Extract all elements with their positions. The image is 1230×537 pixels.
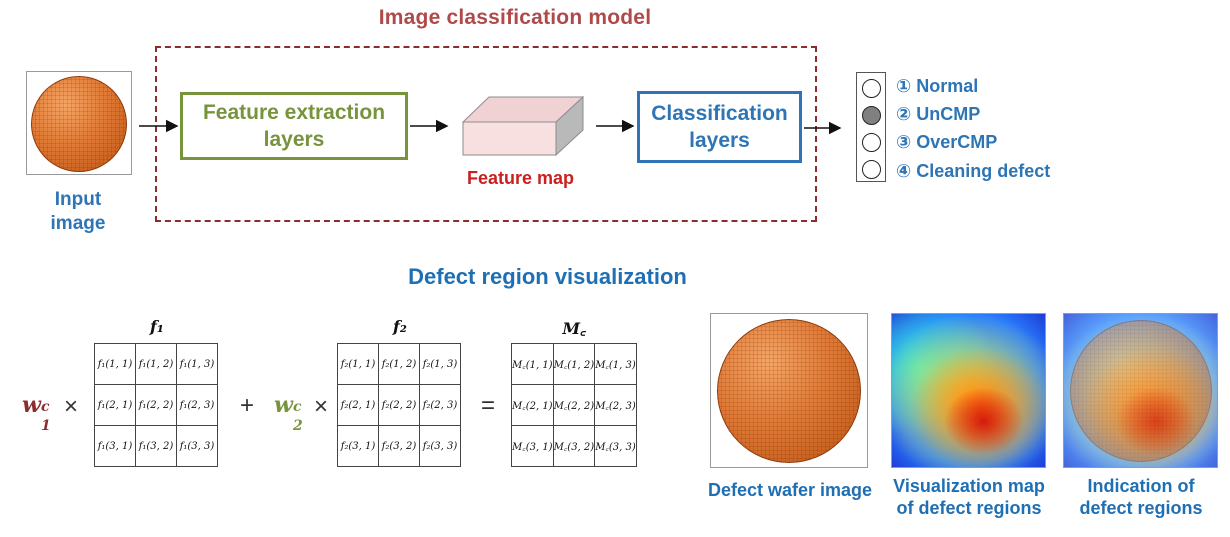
model-boundary [155,46,817,222]
f2-cell: f₂(3, 3) [419,425,461,467]
equals-sign: = [481,392,496,419]
visualization-title: Defect region visualization [408,264,687,289]
mc-cell: M꜀(2, 1) [511,384,554,426]
output-option-1: ① Normal [896,76,978,97]
mc-cell: M꜀(3, 2) [552,425,596,467]
input-image-label: Input image [20,188,136,236]
feature-box-line2: layers [263,128,325,151]
input-label-line1: Input [54,189,102,210]
mc-cell: M꜀(3, 3) [594,425,637,467]
output-selector-panel [856,72,886,182]
f1-cell: f₁(2, 3) [176,384,218,426]
output-option-4: ④ Cleaning defect [896,161,1050,182]
option-number: ② [896,104,912,124]
input-image [26,71,132,175]
matrix-f2: f₂(1, 1)f₂(1, 2)f₂(1, 3) f₂(2, 1)f₂(2, 2… [337,343,461,467]
mc-label: M꜀ [562,319,586,338]
f1-cell: f₁(2, 1) [94,384,136,426]
classification-box: Classification layers [637,91,802,163]
caption-ind-line2: defect regions [1079,498,1203,518]
plus-sign: + [240,392,255,419]
mc-cell: M꜀(1, 3) [594,343,637,385]
option-number: ① [896,76,912,96]
caption-indication: Indication of defect regions [1052,475,1230,519]
mc-cell: M꜀(1, 1) [511,343,554,385]
f1-cell: f₁(3, 3) [176,425,218,467]
w2-base: w [274,392,293,418]
output-radio-3[interactable] [862,133,881,152]
f2-label: f₂ [393,317,407,336]
option-label: OverCMP [916,132,998,152]
matrix-f1: f₁(1, 1)f₁(1, 2)f₁(1, 3) f₁(2, 1)f₁(2, 2… [94,343,218,467]
feature-box-line1: Feature extraction [202,101,386,124]
caption-vis-line2: of defect regions [896,498,1042,518]
f1-cell: f₁(1, 2) [135,343,177,385]
f1-cell: f₁(1, 1) [94,343,136,385]
output-radio-2[interactable] [862,106,881,125]
mc-cell: M꜀(3, 1) [511,425,554,467]
mc-cell: M꜀(2, 3) [594,384,637,426]
feature-map-cube [461,95,585,157]
indication-image [1063,313,1218,468]
f2-cell: f₂(3, 2) [378,425,420,467]
mc-cell: M꜀(1, 2) [552,343,596,385]
output-option-2: ② UnCMP [896,104,980,125]
class-box-line2: layers [689,129,750,152]
output-radio-4[interactable] [862,160,881,179]
f1-cell: f₁(1, 3) [176,343,218,385]
times-sign-1: × [64,393,79,420]
mc-cell: M꜀(2, 2) [552,384,596,426]
feature-map-label: Feature map [466,168,575,188]
option-number: ③ [896,132,912,152]
w1-base: w [22,392,41,418]
defect-wafer [717,319,861,463]
times-sign-2: × [314,393,329,420]
w2-sub: 2 [292,418,303,434]
f2-cell: f₂(2, 3) [419,384,461,426]
class-box-line1: Classification [651,102,788,125]
input-label-line2: image [50,213,106,234]
f2-cell: f₂(3, 1) [337,425,379,467]
visualization-map-image [891,313,1046,468]
caption-defect-wafer: Defect wafer image [707,480,873,500]
f1-cell: f₁(2, 2) [135,384,177,426]
caption-ind-line1: Indication of [1087,476,1195,496]
f2-cell: f₂(2, 1) [337,384,379,426]
defect-wafer-image [710,313,868,468]
feature-extraction-box: Feature extraction layers [180,92,408,160]
input-wafer [31,76,127,172]
f2-cell: f₂(1, 1) [337,343,379,385]
output-option-3: ③ OverCMP [896,132,997,153]
w1-sub: 1 [40,418,51,434]
output-radio-1[interactable] [862,79,881,98]
f2-cell: f₂(1, 3) [419,343,461,385]
option-label: Cleaning defect [916,161,1051,181]
f2-cell: f₂(2, 2) [378,384,420,426]
w2-sup: c [292,399,302,415]
f1-label: f₁ [150,317,164,336]
caption-visualization-map: Visualization map of defect regions [880,475,1058,519]
w1-sup: c [40,399,50,415]
option-label: UnCMP [916,104,981,124]
indication-wafer-overlay [1070,320,1212,462]
model-title: Image classification model [378,6,652,29]
flow-arrows [139,119,842,135]
f1-cell: f₁(3, 2) [135,425,177,467]
f2-cell: f₂(1, 2) [378,343,420,385]
option-number: ④ [896,161,912,181]
f1-cell: f₁(3, 1) [94,425,136,467]
matrix-mc: M꜀(1, 1)M꜀(1, 2)M꜀(1, 3) M꜀(2, 1)M꜀(2, 2… [511,343,637,467]
option-label: Normal [916,76,979,96]
caption-vis-line1: Visualization map [893,476,1045,496]
